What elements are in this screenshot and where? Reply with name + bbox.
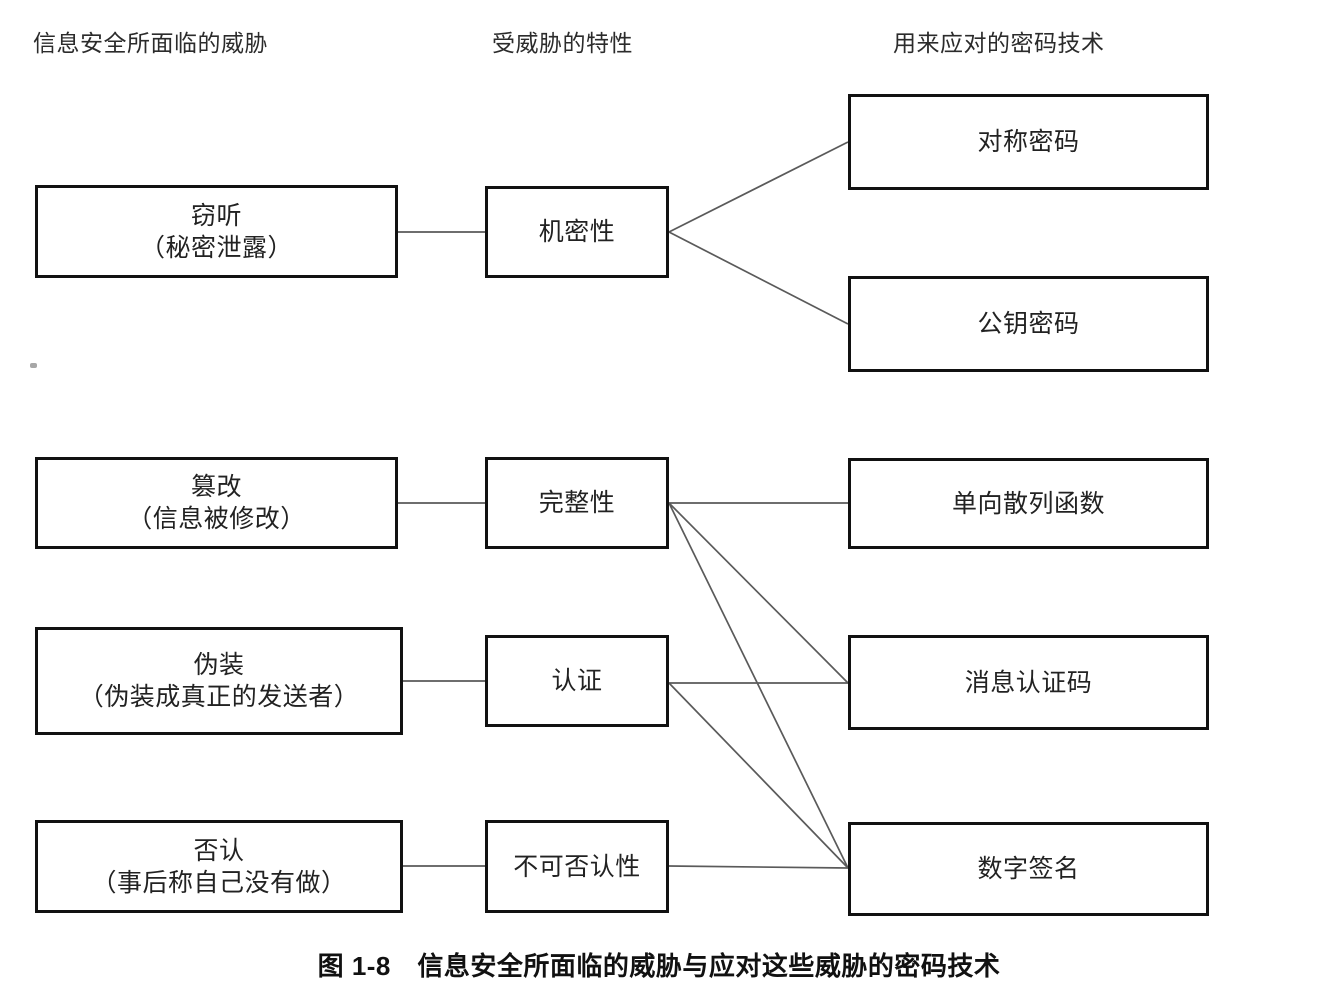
column-header-1: 信息安全所面临的威胁: [33, 30, 268, 56]
technique-box: 单向散列函数: [848, 458, 1209, 549]
technique-label: 单向散列函数: [951, 489, 1105, 518]
threat-detail: （事后称自己没有做）: [91, 868, 347, 897]
threat-property-links: [398, 231, 485, 867]
property-box: 不可否认性: [485, 820, 669, 913]
threat-box: 伪装 （伪装成真正的发送者）: [35, 627, 403, 735]
property-box: 机密性: [485, 186, 669, 278]
connector-line: [668, 502, 849, 869]
scan-speck: [30, 363, 37, 368]
technique-label: 公钥密码: [977, 310, 1080, 338]
technique-box: 消息认证码: [848, 635, 1209, 730]
connector-line: [668, 231, 849, 325]
technique-box: 公钥密码: [848, 276, 1209, 372]
column-header-3: 用来应对的密码技术: [893, 30, 1105, 56]
property-box: 完整性: [485, 457, 669, 549]
threat-label: 伪装: [193, 651, 245, 679]
threat-label: 篡改: [190, 473, 242, 501]
property-technique-links: [668, 141, 849, 869]
technique-label: 数字签名: [977, 855, 1080, 883]
threat-label: 窃听: [190, 201, 242, 230]
threat-label: 否认: [193, 836, 245, 865]
technique-label: 消息认证码: [964, 668, 1093, 697]
threat-box: 篡改 （信息被修改）: [35, 457, 398, 549]
figure-caption: 图 1-8 信息安全所面临的威胁与应对这些威胁的密码技术: [317, 951, 1001, 981]
threat-detail: （信息被修改）: [127, 505, 306, 533]
property-label: 机密性: [538, 218, 616, 246]
column-header-2: 受威胁的特性: [492, 30, 633, 56]
technique-box: 数字签名: [848, 822, 1209, 916]
connector-line: [668, 502, 849, 684]
property-label: 完整性: [538, 489, 616, 517]
threat-box: 窃听 （秘密泄露）: [35, 185, 398, 278]
connector-line: [668, 865, 849, 869]
threat-detail: （伪装成真正的发送者）: [78, 683, 360, 711]
technique-label: 对称密码: [977, 128, 1080, 156]
threat-detail: （秘密泄露）: [139, 233, 293, 262]
property-box: 认证: [485, 635, 669, 727]
threat-box: 否认 （事后称自己没有做）: [35, 820, 403, 913]
property-label: 不可否认性: [513, 852, 641, 881]
connector-line: [668, 141, 849, 233]
property-label: 认证: [551, 667, 603, 695]
connector-line: [668, 682, 849, 869]
technique-box: 对称密码: [848, 94, 1209, 190]
